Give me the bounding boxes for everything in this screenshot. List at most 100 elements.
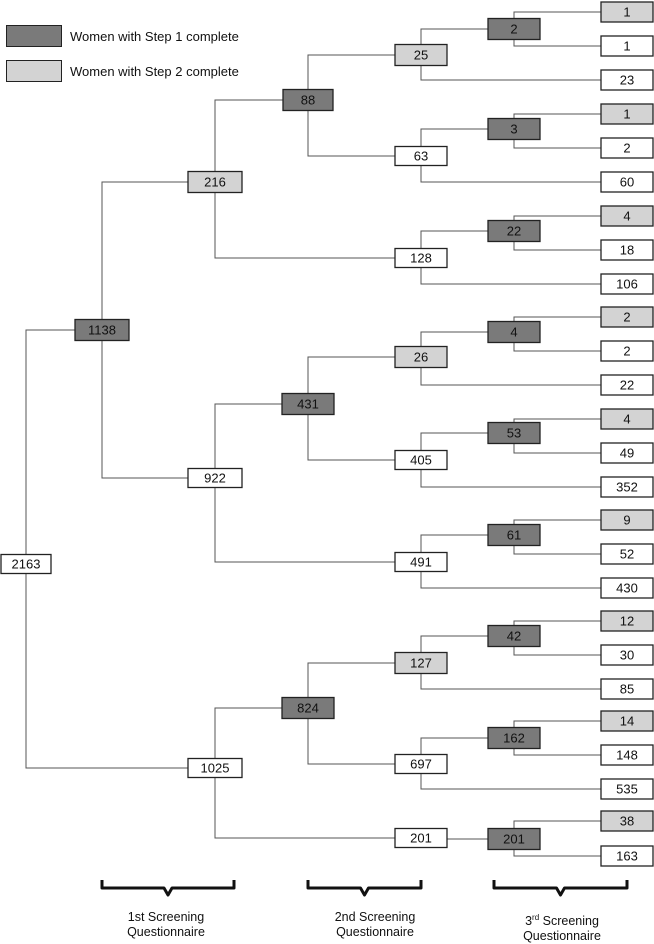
node-value-l1: 1 <box>623 5 630 20</box>
node-box-l23 <box>600 744 654 766</box>
node-box-n1025 <box>187 757 243 779</box>
node-value-n2163: 2163 <box>12 557 41 572</box>
node-l24: 535 <box>600 778 654 800</box>
node-n25: 25 <box>394 43 448 67</box>
node-box-l17 <box>600 543 654 565</box>
node-value-l6: 60 <box>620 175 634 190</box>
connector-n824-n127 <box>307 662 395 708</box>
legend-item-step2: Women with Step 2 complete <box>6 60 239 82</box>
legend-label-step1: Women with Step 1 complete <box>70 28 239 44</box>
node-value-n824: 824 <box>297 701 319 716</box>
stage-label-second: 2nd Screening Questionnaire <box>305 910 445 940</box>
node-value-l20: 30 <box>620 648 634 663</box>
node-value-n53: 53 <box>507 426 521 441</box>
node-l18: 430 <box>600 577 654 599</box>
node-value-l7: 4 <box>623 209 630 224</box>
stage-label-first-line1: 1st Screening <box>127 910 205 924</box>
node-box-n25 <box>394 43 448 67</box>
node-box-l20 <box>600 644 654 666</box>
connector-n1025-n201a <box>214 768 395 839</box>
connector-n1025-n824 <box>214 707 282 768</box>
node-value-l5: 2 <box>623 141 630 156</box>
node-n127: 127 <box>394 651 448 675</box>
node-n53: 53 <box>487 421 541 445</box>
connector-n216-n88 <box>214 99 283 182</box>
node-l6: 60 <box>600 171 654 193</box>
node-box-n491 <box>394 551 448 573</box>
legend-swatch-step1 <box>6 25 62 47</box>
stage-label-third: 3rd Screening Questionnaire <box>492 910 632 944</box>
node-box-l14 <box>600 442 654 464</box>
node-box-n61 <box>487 523 541 547</box>
stage-label-second-line1: 2nd Screening <box>334 910 416 924</box>
node-box-l19 <box>600 610 654 632</box>
node-box-l26 <box>600 845 654 867</box>
node-box-n128 <box>394 247 448 269</box>
node-box-n405 <box>394 449 448 471</box>
stage-label-third-line2: Questionnaire <box>523 929 601 944</box>
node-box-n53 <box>487 421 541 445</box>
node-box-n42 <box>487 624 541 648</box>
node-value-l26: 163 <box>616 849 638 864</box>
node-value-l9: 106 <box>616 277 638 292</box>
node-value-n63: 63 <box>414 149 428 164</box>
node-box-l12 <box>600 374 654 396</box>
node-box-l13 <box>600 408 654 430</box>
node-l19: 12 <box>600 610 654 632</box>
stage-brace-third <box>492 880 629 897</box>
node-l13: 4 <box>600 408 654 430</box>
node-box-n431 <box>281 392 335 416</box>
node-l4: 1 <box>600 103 654 125</box>
node-value-n922: 922 <box>204 471 226 486</box>
node-value-l25: 38 <box>620 814 634 829</box>
node-box-n127 <box>394 651 448 675</box>
node-box-n1138 <box>74 318 130 342</box>
node-value-n405: 405 <box>410 453 432 468</box>
node-l1: 1 <box>600 1 654 23</box>
node-value-l3: 23 <box>620 73 634 88</box>
node-n1025: 1025 <box>187 757 243 779</box>
legend-item-step1: Women with Step 1 complete <box>6 25 239 47</box>
node-value-n431: 431 <box>297 397 319 412</box>
stage-label-second-line2: Questionnaire <box>336 925 414 939</box>
stage-brace-first <box>100 880 236 897</box>
connector-n88-n25 <box>307 54 395 100</box>
node-l16: 9 <box>600 509 654 531</box>
node-n2: 2 <box>487 17 541 41</box>
stage-label-first: 1st Screening Questionnaire <box>96 910 236 940</box>
node-box-n162 <box>487 726 541 750</box>
node-value-n201b: 201 <box>503 832 525 847</box>
node-box-n201b <box>487 827 541 851</box>
node-n2163: 2163 <box>0 553 52 575</box>
node-value-n3: 3 <box>510 122 517 137</box>
node-box-n63 <box>394 145 448 167</box>
node-value-n1138: 1138 <box>88 323 116 338</box>
node-n201a: 201 <box>394 827 448 849</box>
node-l25: 38 <box>600 810 654 832</box>
node-value-n491: 491 <box>410 555 432 570</box>
node-box-l25 <box>600 810 654 832</box>
node-value-l4: 1 <box>623 107 630 122</box>
stage-label-third-line1: 3rd Screening <box>492 910 632 929</box>
node-box-l24 <box>600 778 654 800</box>
node-value-l10: 2 <box>623 310 630 325</box>
connector-n216-n128 <box>214 182 395 259</box>
node-box-n2 <box>487 17 541 41</box>
node-n4: 4 <box>487 320 541 344</box>
stage-label-third-text: Screening <box>539 914 599 929</box>
connector-n922-n431 <box>214 403 282 478</box>
connector-lines <box>25 11 601 857</box>
connector-n824-n697 <box>307 708 395 765</box>
node-value-l23: 148 <box>616 748 638 763</box>
node-box-l8 <box>600 239 654 261</box>
node-box-n216 <box>187 170 243 194</box>
node-l17: 52 <box>600 543 654 565</box>
node-box-n824 <box>281 696 335 720</box>
node-l9: 106 <box>600 273 654 295</box>
node-n405: 405 <box>394 449 448 471</box>
node-n162: 162 <box>487 726 541 750</box>
node-l20: 30 <box>600 644 654 666</box>
node-box-l2 <box>600 35 654 57</box>
